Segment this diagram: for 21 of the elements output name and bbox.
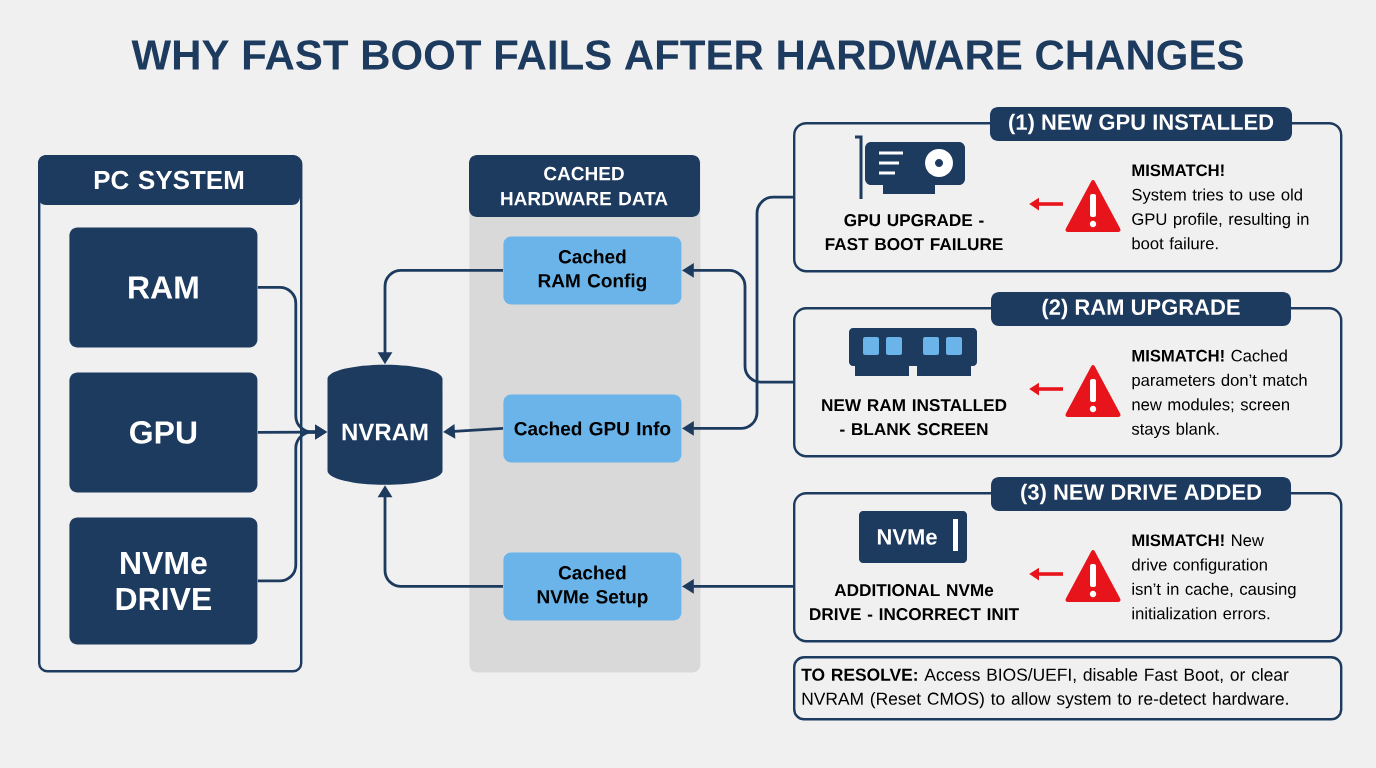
panel-tab: (1) NEW GPU INSTALLED	[990, 107, 1292, 141]
panel-header: CACHED HARDWARE DATA	[469, 155, 700, 217]
icon-caption: NEW RAM INSTALLED - BLANK SCREEN	[822, 399, 1007, 436]
database-cylinder: NVRAM	[327, 364, 443, 485]
icon-caption: GPU UPGRADE - FAST BOOT FAILURE	[825, 214, 1003, 251]
component-box: RAM	[69, 227, 258, 348]
panel-tab: (2) RAM UPGRADE	[991, 292, 1291, 326]
mismatch-text: MISMATCH! Cached parameters don’t match new modules; screen stays blank.	[1131, 349, 1307, 439]
mismatch-text: MISMATCH! New drive configuration isn’t in cache, causing initialization errors.	[1132, 534, 1296, 620]
data-box: Cached NVMe Setup	[503, 552, 682, 621]
panel-tab: (3) NEW DRIVE ADDED	[991, 477, 1291, 511]
icon-label: NVMe	[877, 529, 937, 545]
icon-caption: ADDITIONAL NVMe DRIVE - INCORRECT INIT	[810, 584, 1019, 621]
note-box: TO RESOLVE: Access BIOS/UEFI, disable Fast Boot, or clear NVRAM (Reset CMOS) to allow system to re-detect hardware.	[793, 656, 1343, 721]
mismatch-text: MISMATCH! System tries to use old GPU profile, resulting in boot failure.	[1132, 164, 1309, 250]
component-box: GPU	[69, 372, 258, 493]
title: WHY FAST BOOT FAILS AFTER HARDWARE CHANGES	[131, 40, 1243, 70]
data-box: Cached RAM Config	[503, 236, 682, 305]
data-box: Cached GPU Info	[503, 394, 682, 463]
panel-header: PC SYSTEM	[38, 155, 300, 205]
component-box: NVMe DRIVE	[69, 517, 258, 645]
